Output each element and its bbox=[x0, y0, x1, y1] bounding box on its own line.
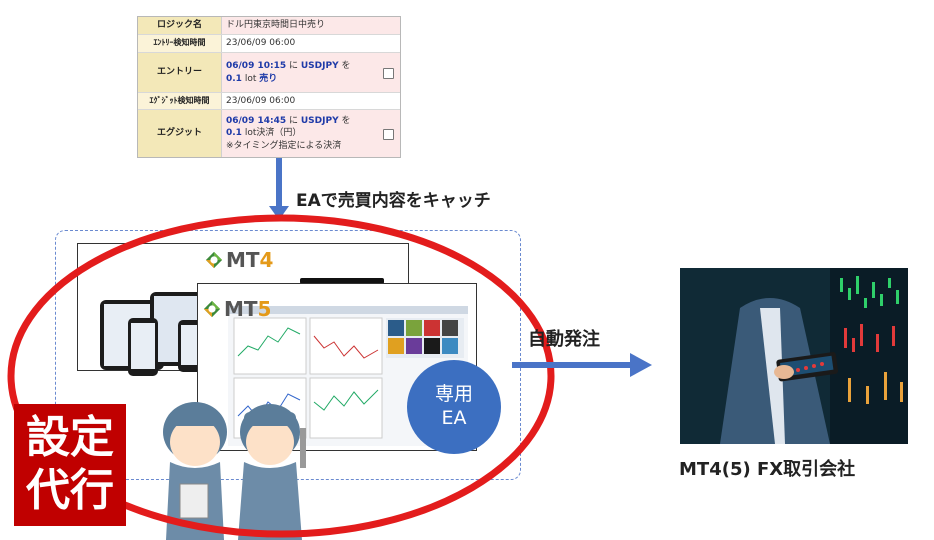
metatrader-logo-icon bbox=[205, 251, 223, 269]
support-staff-illustration bbox=[163, 402, 306, 540]
checkbox-icon[interactable] bbox=[383, 67, 394, 79]
row-value-logic: ドル円東京時間日中売り bbox=[226, 20, 326, 31]
row-value-exit-detect: 23/06/09 06:00 bbox=[226, 95, 296, 106]
table-row: ｴｸﾞｼﾞｯﾄ検知時間 23/06/09 06:00 bbox=[138, 93, 400, 110]
metatrader-logo-icon bbox=[203, 300, 221, 318]
broker-photo bbox=[680, 268, 908, 444]
row-value-exit: 06/09 14:45 に USDJPY を 0.1 lot決済（円） ※タイミ… bbox=[226, 116, 351, 151]
catch-arrow-shaft bbox=[276, 158, 282, 208]
row-value-entry-detect: 23/06/09 06:00 bbox=[226, 38, 296, 49]
broker-label: MT4(5) FX取引会社 bbox=[679, 459, 856, 480]
row-label-exit: エグジット bbox=[138, 110, 222, 157]
catch-arrow-head bbox=[269, 206, 289, 220]
setting-service-badge: 設定 代行 bbox=[14, 404, 126, 526]
row-label-exit-detect: ｴｸﾞｼﾞｯﾄ検知時間 bbox=[138, 93, 222, 109]
phone-device bbox=[128, 318, 158, 376]
row-label-entry-detect: ｴﾝﾄﾘｰ検知時間 bbox=[138, 35, 222, 52]
table-row: ロジック名 ドル円東京時間日中売り bbox=[138, 17, 400, 35]
order-arrow-head bbox=[630, 353, 652, 377]
checkbox-icon[interactable] bbox=[383, 128, 394, 140]
ea-badge: 専用 EA bbox=[407, 360, 501, 454]
order-arrow-shaft bbox=[512, 362, 632, 368]
row-label-logic: ロジック名 bbox=[138, 17, 222, 34]
table-row: エントリー 06/09 10:15 に USDJPY を 0.1 lot 売り bbox=[138, 53, 400, 93]
signal-table: ロジック名 ドル円東京時間日中売り ｴﾝﾄﾘｰ検知時間 23/06/09 06:… bbox=[137, 16, 401, 158]
table-row: エグジット 06/09 14:45 に USDJPY を 0.1 lot決済（円… bbox=[138, 110, 400, 157]
catch-label: EAで売買内容をキャッチ bbox=[296, 191, 491, 211]
trader-image bbox=[680, 268, 908, 444]
row-label-entry: エントリー bbox=[138, 53, 222, 92]
order-label: 自動発注 bbox=[528, 329, 600, 350]
row-value-entry: 06/09 10:15 に USDJPY を 0.1 lot 売り bbox=[226, 61, 351, 84]
table-row: ｴﾝﾄﾘｰ検知時間 23/06/09 06:00 bbox=[138, 35, 400, 53]
